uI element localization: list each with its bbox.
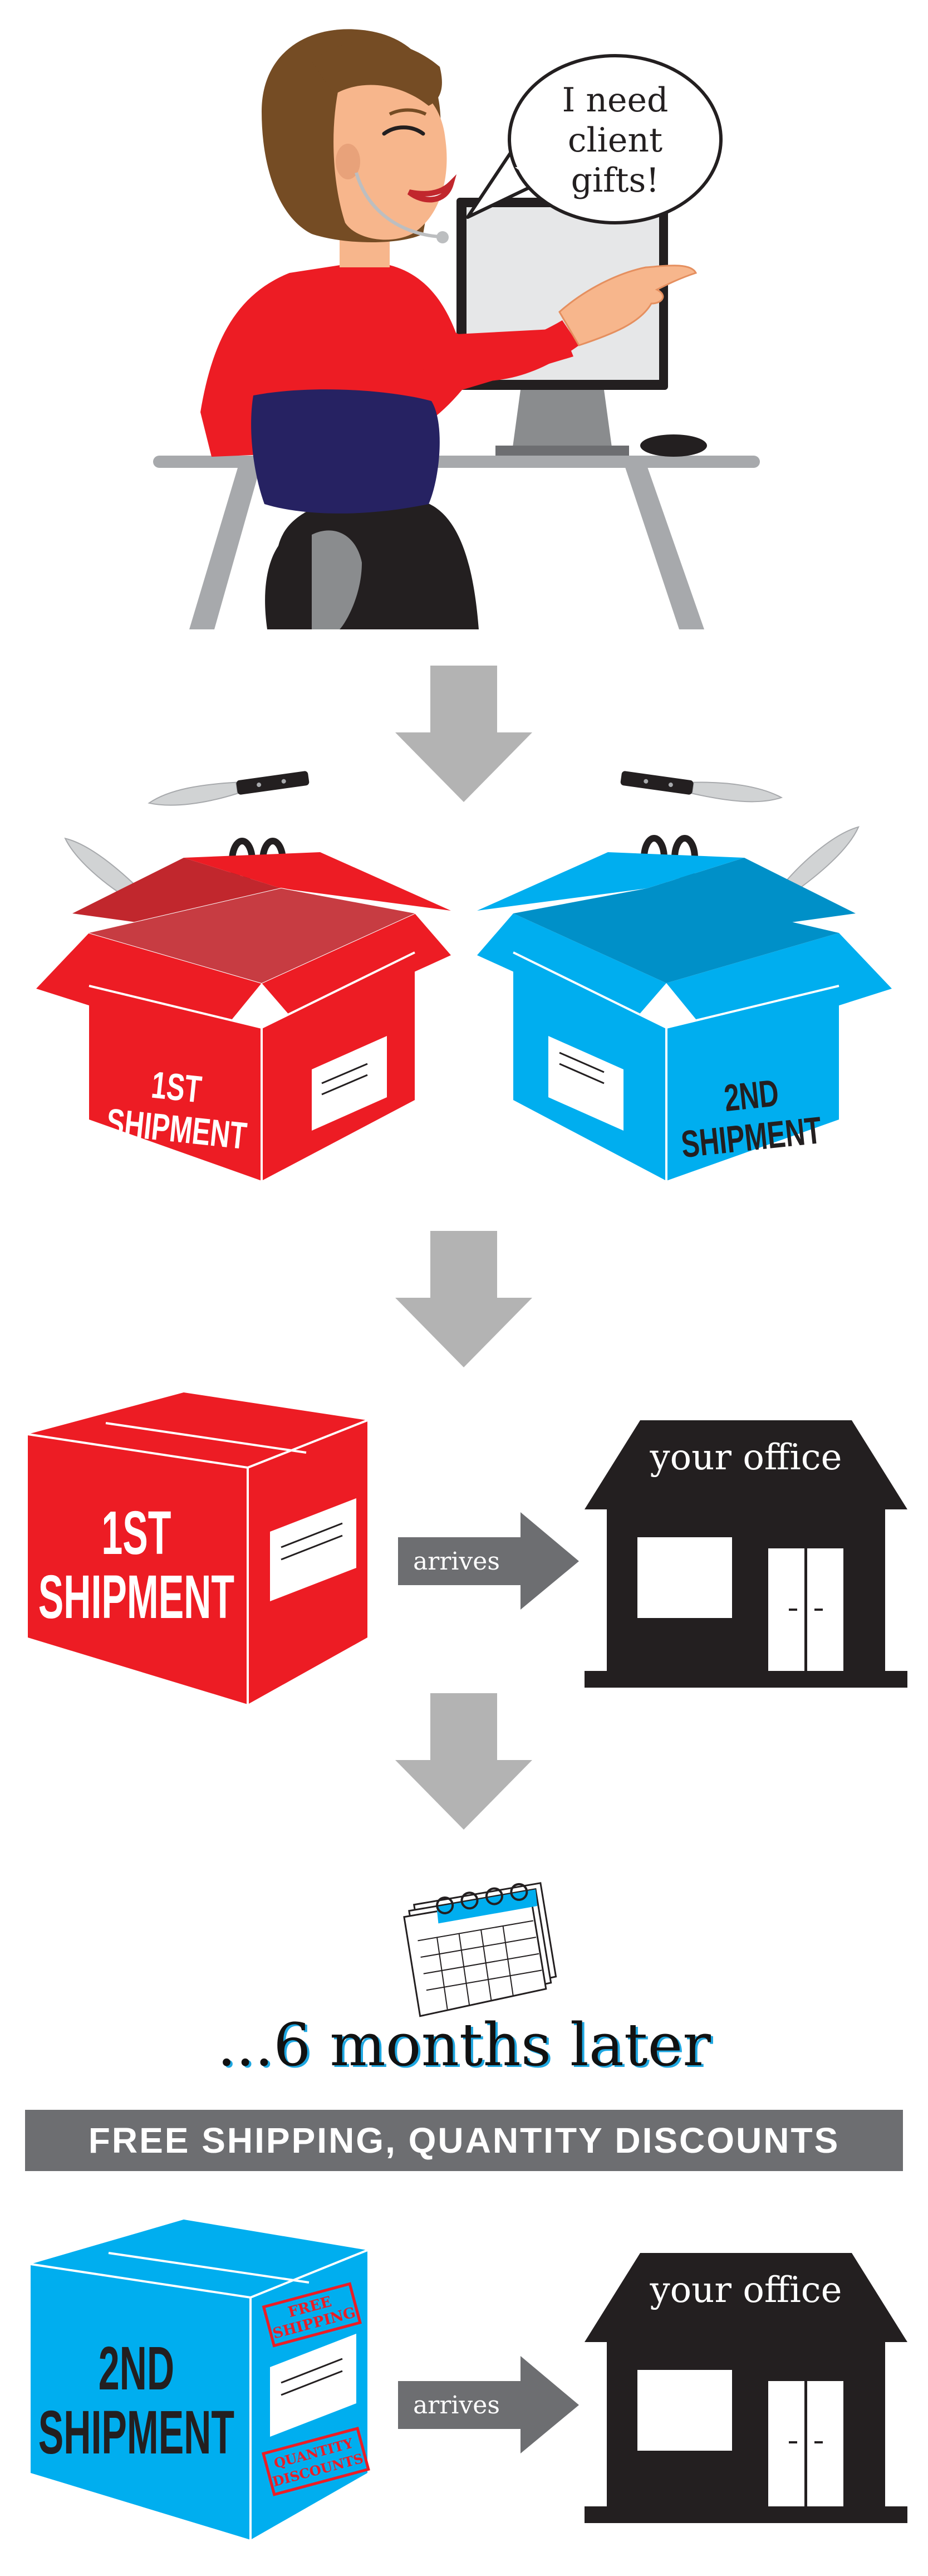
- down-arrow-3: [0, 1690, 928, 1835]
- skirt: [265, 497, 479, 629]
- box-label-2-line-1: 2ND: [722, 1071, 780, 1120]
- mouse-icon: [640, 434, 707, 457]
- speech-bubble: I need client gifts!: [466, 54, 723, 224]
- box-label-4-line-2: SHIPMENT: [38, 2398, 234, 2467]
- first-shipment-closed-box: 1ST SHIPMENT: [27, 1392, 368, 1704]
- knife-icon: [148, 771, 310, 806]
- second-shipment-open-box: 2ND SHIPMENT: [477, 852, 892, 1181]
- box-label-4-line-1: 2ND: [99, 2334, 174, 2403]
- smile: [407, 174, 457, 203]
- eye: [382, 125, 425, 136]
- calendar-icon: [403, 1882, 557, 2017]
- first-arrival-scene: 1ST SHIPMENT arrives your office: [0, 1370, 928, 1715]
- office-label: your office: [649, 2270, 842, 2311]
- ear: [336, 144, 360, 179]
- arrives-arrow: arrives: [398, 2356, 579, 2453]
- down-arrow-icon: [395, 1231, 532, 1367]
- free-shipping-banner: FREE SHIPPING, QUANTITY DISCOUNTS: [25, 2110, 903, 2171]
- second-shipment-closed-box: 2ND SHIPMENT FREE SHIPPING QUANTITY DISC…: [30, 2220, 370, 2540]
- speech-bubble-line-3: gifts!: [571, 161, 660, 200]
- down-arrow-icon: [395, 666, 532, 802]
- box-label-3-line-1: 1ST: [101, 1499, 171, 1567]
- headset-icon: [355, 172, 440, 238]
- box-label-3-line-2: SHIPMENT: [38, 1563, 234, 1631]
- down-arrow-1: [0, 663, 928, 808]
- arrives-label: arrives: [413, 2391, 500, 2419]
- office-building-icon: your office: [585, 2253, 907, 2523]
- packing-boxes-scene: 1ST SHIPMENT 2ND SHIPMENT: [0, 763, 928, 1236]
- office-chair: [251, 389, 440, 514]
- woman-at-desk-illustration: I need client gifts!: [0, 0, 928, 646]
- calendar-scene: [0, 1863, 928, 2017]
- speech-bubble-line-1: I need: [562, 81, 669, 120]
- six-months-later-text: ...6 months later: [217, 2011, 711, 2079]
- first-shipment-open-box: 1ST SHIPMENT: [36, 852, 451, 1181]
- office-building-icon: your office: [585, 1420, 907, 1688]
- box-label-1-line-1: 1ST: [149, 1063, 203, 1111]
- arrives-label: arrives: [413, 1547, 500, 1576]
- hand: [558, 265, 698, 346]
- second-arrival-scene: 2ND SHIPMENT FREE SHIPPING QUANTITY DISC…: [0, 2200, 928, 2568]
- down-arrow-icon: [395, 1693, 532, 1830]
- knife-icon: [620, 771, 783, 803]
- arrives-arrow: arrives: [398, 1512, 579, 1610]
- office-label: your office: [649, 1437, 842, 1478]
- speech-bubble-line-2: client: [568, 121, 662, 160]
- down-arrow-2: [0, 1228, 928, 1373]
